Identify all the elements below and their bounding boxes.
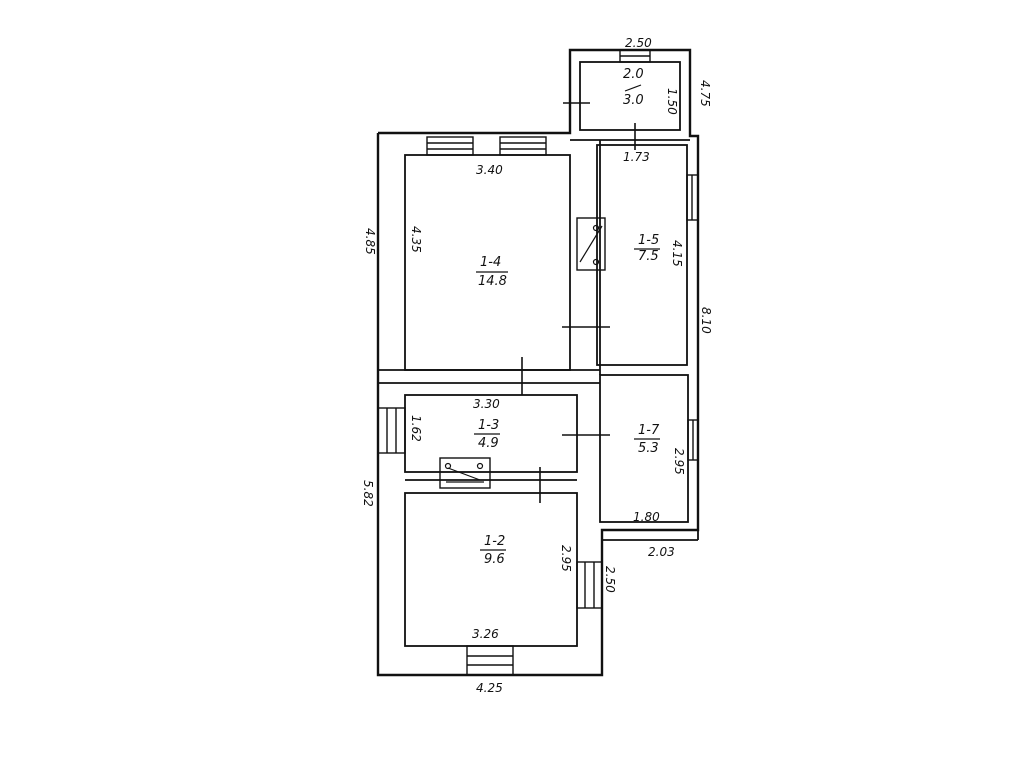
dim-room14-height-inner: 4.35 — [409, 226, 423, 253]
room-id: 1-3 — [478, 418, 499, 433]
dim-room13-width: 3.30 — [473, 397, 500, 411]
room-area: 3.0 — [623, 93, 644, 108]
stove-room-1-3 — [439, 457, 491, 489]
dim-annex-bottom: 1.73 — [623, 150, 650, 164]
dim-left-lower: 5.82 — [361, 480, 375, 507]
room-area: 4.9 — [478, 436, 499, 451]
room-2-0: 2.0 3.0 — [623, 67, 644, 108]
dim-annex-height-left: 1.50 — [665, 88, 679, 115]
room-outlines — [378, 61, 699, 647]
room-area: 7.5 — [638, 249, 659, 264]
room-id: 2.0 — [623, 67, 644, 82]
room-id: 1-2 — [484, 534, 505, 549]
room-id: 1-7 — [638, 423, 660, 438]
room-1-3: 1-3 4.9 — [474, 418, 500, 451]
outer-walls — [376, 48, 700, 677]
windows — [377, 49, 699, 676]
dim-room13-height: 1.62 — [409, 415, 423, 442]
room-area: 14.8 — [478, 274, 507, 289]
dim-room12-height: 2.95 — [559, 545, 573, 572]
dim-bottom-total: 4.25 — [476, 681, 503, 695]
dim-room17-height: 2.95 — [672, 448, 686, 475]
room-id: 1-5 — [638, 233, 659, 248]
dim-room14-height-outer: 4.85 — [363, 228, 377, 255]
dim-right-bottom: 2.03 — [648, 545, 675, 559]
stove-room-1-4 — [576, 217, 606, 271]
room-area: 9.6 — [484, 552, 505, 567]
room-area: 5.3 — [638, 441, 659, 456]
room-labels: 2.0 3.0 1-4 14.8 1-5 7.5 1-3 4.9 1-7 5.3… — [474, 67, 660, 567]
dim-room14-width: 3.40 — [476, 163, 503, 177]
dim-window-side: 2.50 — [603, 566, 617, 593]
room-1-7: 1-7 5.3 — [634, 423, 660, 456]
dim-annex-height-right: 4.75 — [698, 80, 712, 107]
dim-top-annex-width: 2.50 — [625, 36, 652, 50]
dimension-labels: 2.50 1.50 4.75 1.73 3.40 4.85 4.35 4.15 … — [361, 36, 713, 695]
dim-room15-height: 4.15 — [670, 240, 684, 267]
room-id: 1-4 — [480, 255, 501, 270]
dim-room12-width: 3.26 — [472, 627, 499, 641]
dim-right-total: 8.10 — [699, 307, 713, 334]
room-1-2: 1-2 9.6 — [480, 534, 506, 567]
room-1-5: 1-5 7.5 — [634, 233, 660, 264]
room-1-4: 1-4 14.8 — [476, 255, 508, 289]
door-ticks — [521, 102, 636, 503]
dim-room17-width: 1.80 — [633, 510, 660, 524]
